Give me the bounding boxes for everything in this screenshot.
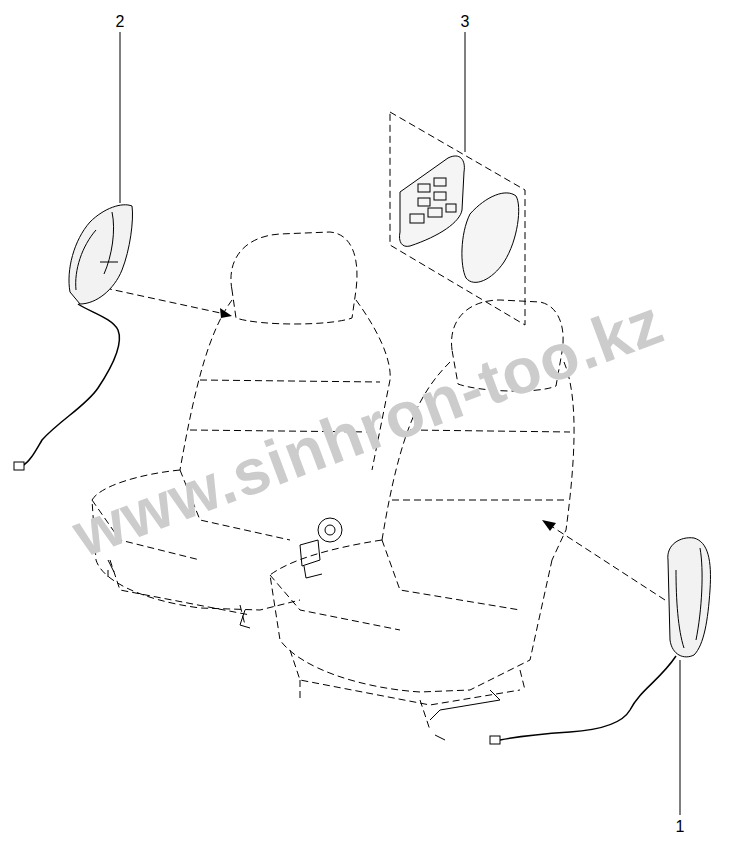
adjuster-gear [318, 518, 342, 542]
watermark: www.sinhron-too.kz [65, 289, 672, 567]
install-arrow [548, 524, 665, 600]
side-airbag-module [69, 205, 133, 304]
callout-number: 3 [461, 14, 470, 30]
seat-rail-outline [290, 650, 525, 730]
airbag-wire [500, 656, 676, 740]
arrow-head [542, 520, 556, 531]
switch-buttons [410, 178, 456, 223]
wire-connector [490, 736, 500, 744]
callout-number: 1 [676, 819, 685, 835]
leader-line [465, 32, 466, 152]
wire-connector [14, 462, 24, 470]
arrow-head [220, 308, 232, 318]
group-bracket [390, 112, 525, 325]
airbag-wire [22, 304, 119, 466]
airbag-detail [676, 548, 702, 648]
seat-rail [108, 560, 250, 628]
leader-line [120, 32, 121, 203]
headrest-outline [231, 232, 357, 324]
switch-panel [399, 156, 464, 246]
airbag-detail [76, 212, 118, 290]
switch-cover [462, 193, 519, 282]
seat-rail-outline [108, 560, 250, 625]
callout-number: 2 [116, 14, 125, 30]
adjuster-bracket [300, 540, 322, 578]
install-arrow [105, 288, 225, 314]
cushion-outline [270, 540, 552, 692]
adjuster-gear [325, 525, 335, 535]
side-airbag-module [668, 538, 711, 657]
seat-rail [430, 690, 500, 740]
leader-line [680, 660, 681, 815]
